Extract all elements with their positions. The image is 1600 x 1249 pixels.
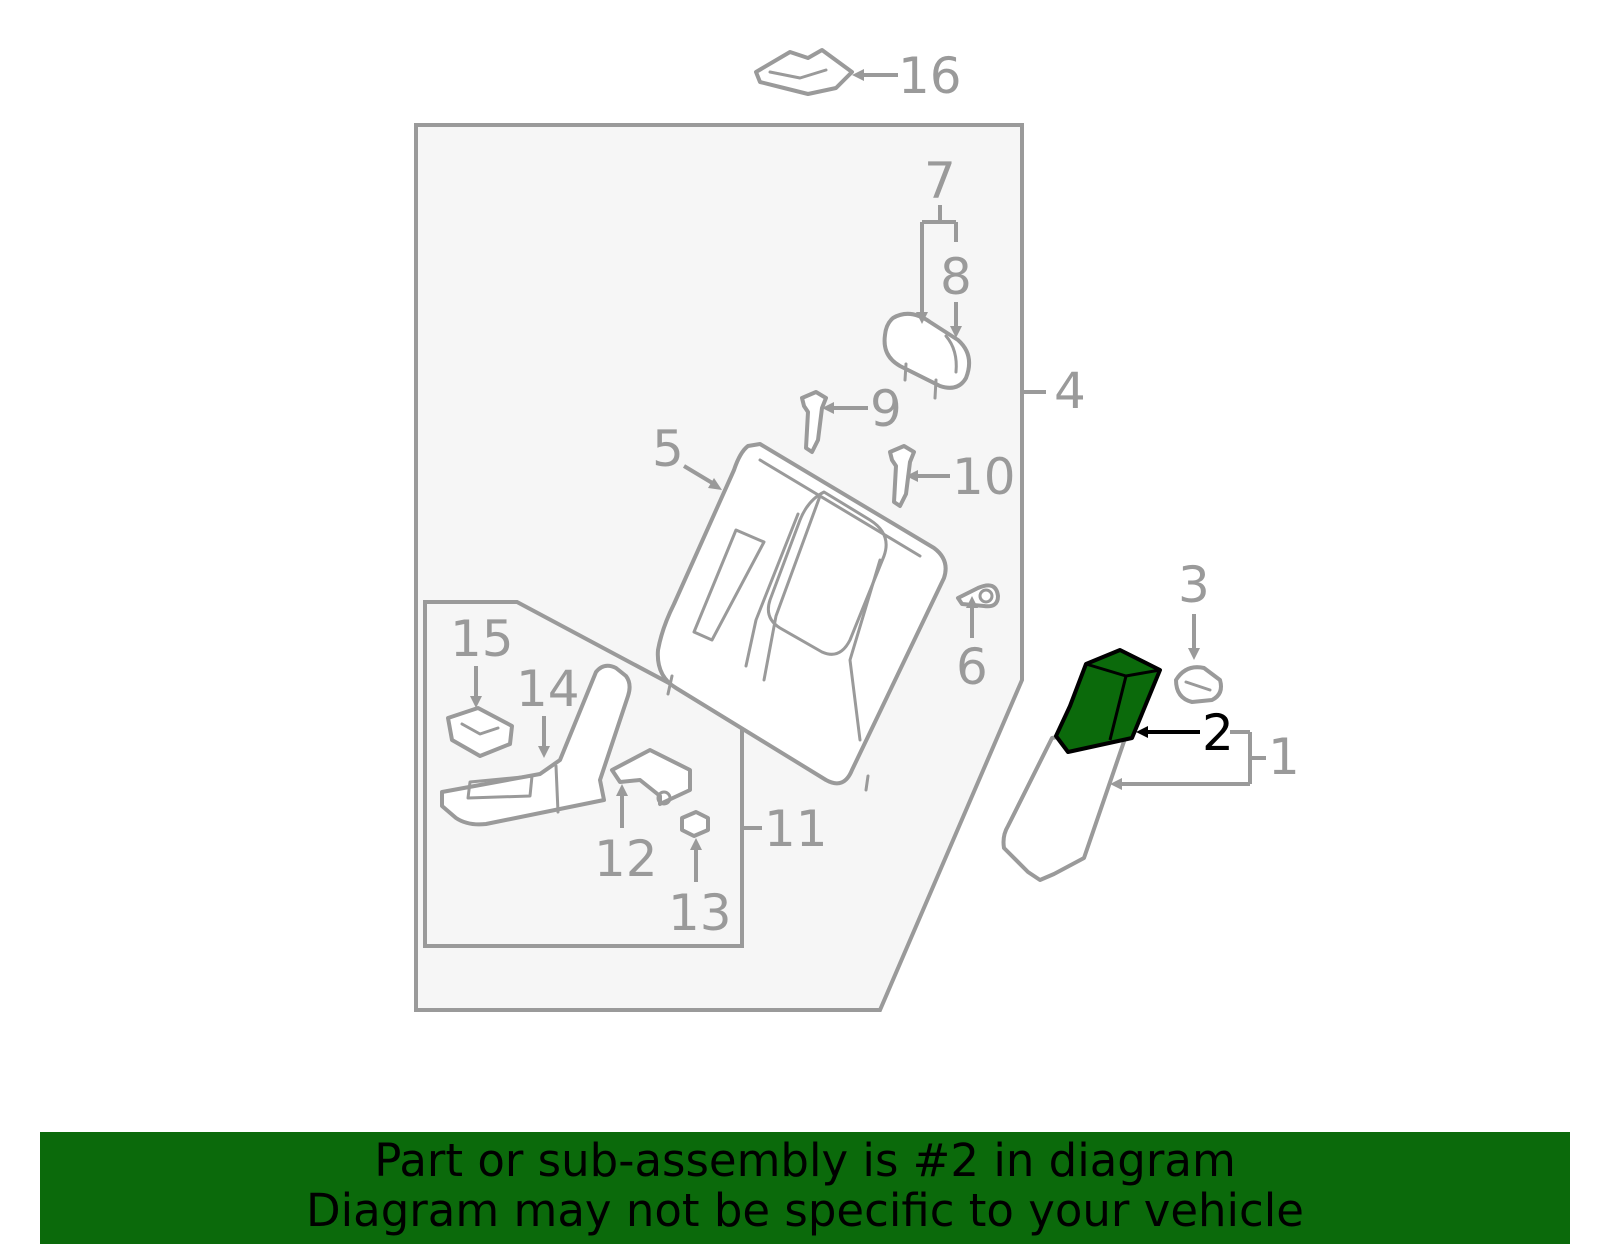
callout-6: 6	[956, 638, 988, 696]
leader-6	[966, 596, 978, 638]
part-10-guide	[888, 444, 916, 508]
leader-1	[1110, 730, 1266, 790]
part-15-insert	[446, 706, 514, 758]
callout-3: 3	[1178, 556, 1210, 614]
part-7-headrest	[882, 311, 972, 400]
callout-4: 4	[1054, 362, 1086, 420]
callout-12: 12	[594, 830, 658, 888]
leader-7	[916, 205, 958, 324]
part-16-bracket	[754, 48, 854, 96]
callout-7: 7	[924, 152, 956, 210]
part-5-seatback	[655, 442, 948, 792]
callout-13: 13	[668, 884, 732, 942]
callout-1: 1	[1268, 728, 1300, 786]
callout-14: 14	[516, 660, 580, 718]
callout-2: 2	[1202, 704, 1234, 762]
banner-line-2: Diagram may not be specific to your vehi…	[306, 1184, 1304, 1237]
part-9-guide	[800, 390, 828, 454]
callout-10: 10	[952, 448, 1016, 506]
info-banner: Part or sub-assembly is #2 in diagram Di…	[40, 1132, 1570, 1244]
leader-14	[538, 716, 550, 758]
part-3-latch	[1174, 665, 1223, 704]
leader-16	[852, 69, 898, 81]
leader-2	[1136, 726, 1200, 738]
callout-5: 5	[652, 420, 684, 478]
part-14-armrest	[440, 663, 632, 827]
leader-12	[616, 784, 628, 828]
callout-11: 11	[764, 800, 828, 858]
callout-9: 9	[870, 380, 902, 438]
part-2-highlighted	[1054, 648, 1162, 754]
part-12-bracket	[610, 748, 692, 806]
banner-line-1: Part or sub-assembly is #2 in diagram	[374, 1134, 1236, 1187]
part-6-clip	[956, 583, 1000, 609]
callout-16: 16	[898, 47, 962, 105]
callout-8: 8	[940, 248, 972, 306]
part-13-bolt	[680, 810, 710, 838]
leader-10	[906, 470, 950, 482]
leader-3	[1188, 614, 1200, 660]
leader-13	[690, 838, 702, 882]
leader-8	[950, 302, 962, 338]
leader-9	[822, 402, 868, 414]
callout-15: 15	[450, 610, 514, 668]
leader-15	[470, 666, 482, 708]
leader-5	[682, 464, 722, 490]
